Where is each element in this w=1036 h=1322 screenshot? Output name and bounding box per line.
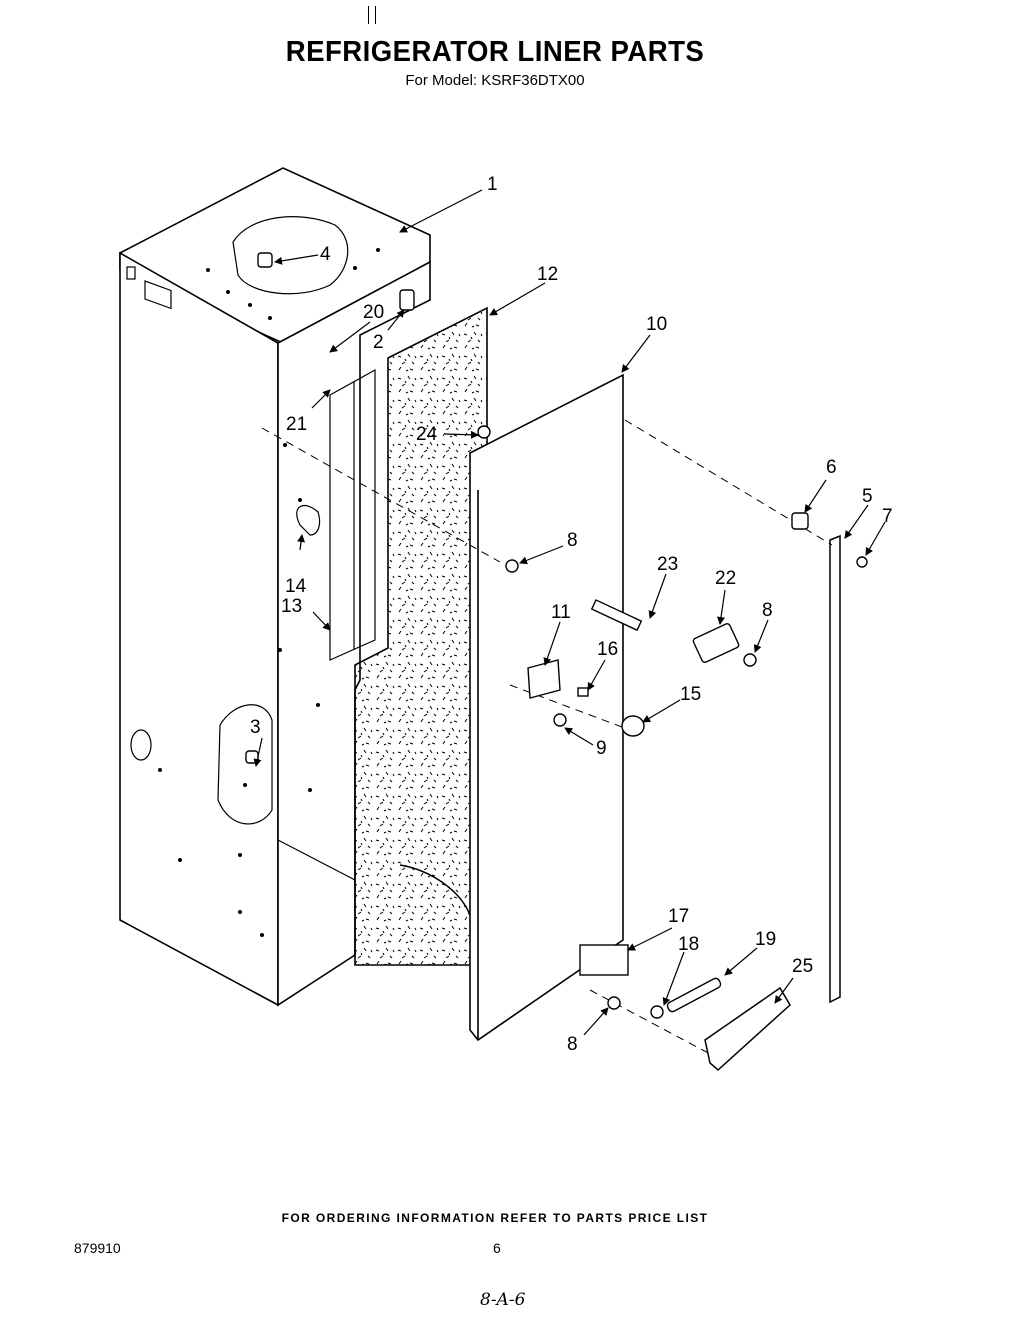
page-title: REFRIGERATOR LINER PARTS [285,36,705,68]
callout-2: 2 [373,332,384,353]
callout-16: 16 [597,639,618,660]
cover-piece [704,986,791,1072]
callout-7: 7 [882,506,893,527]
callout-4: 4 [320,244,331,265]
callout-17: 17 [668,906,689,927]
callout-5: 5 [862,486,873,507]
callout-15: 15 [680,684,701,705]
small-parts [245,252,868,1019]
callout-12: 12 [537,264,558,285]
callout-6: 6 [826,457,837,478]
leader-arrows [253,189,886,1036]
cabinet-details [126,216,376,881]
model-subtitle: For Model: KSRF36DTX00 [405,72,585,89]
page-number: 6 [493,1240,501,1256]
callout-10: 10 [646,314,667,335]
callout-3: 3 [250,717,261,738]
callout-13: 13 [281,596,302,617]
callout-11: 11 [551,602,571,623]
callout-23: 23 [657,554,678,575]
callout-8-lower: 8 [567,1034,578,1055]
liner-panel [469,373,624,1042]
callout-20: 20 [363,302,384,323]
ordering-info-note: FOR ORDERING INFORMATION REFER TO PARTS … [281,1211,709,1225]
callout-19: 19 [755,929,776,950]
callout-21: 21 [286,414,307,435]
handwritten-note: 8-A-6 [480,1290,526,1310]
callout-22: 22 [715,568,736,589]
margin-mark [368,6,376,24]
door-rail [829,534,841,1004]
cabinet-liner [119,167,431,1007]
callout-labels: 1 4 12 10 20 2 21 24 6 5 7 8 23 22 14 11… [250,174,893,1055]
document-number: 879910 [74,1240,121,1256]
callout-8-right: 8 [762,600,773,621]
callout-9: 9 [596,738,607,759]
insulation-panel [354,306,488,966]
callout-1: 1 [487,174,498,195]
screw-holes [158,248,380,937]
callout-8-upper: 8 [567,530,578,551]
callout-14: 14 [285,576,307,597]
callout-24: 24 [416,424,438,445]
callout-18: 18 [678,934,699,955]
callout-25: 25 [792,956,813,977]
